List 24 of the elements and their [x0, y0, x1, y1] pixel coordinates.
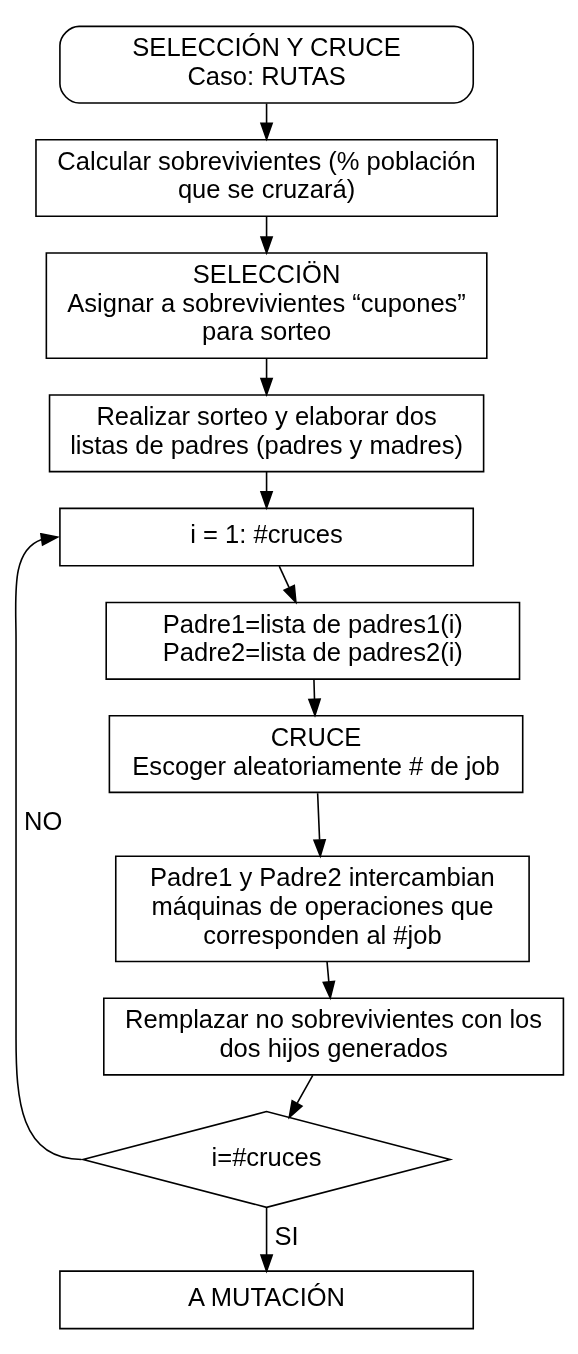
arrow [288, 1074, 314, 1119]
arrow [259, 470, 274, 510]
arrow [14, 532, 83, 1160]
arrow [312, 791, 327, 858]
arrow [259, 1206, 274, 1274]
edge-label: SI [274, 1221, 299, 1250]
edge-label: NO [24, 806, 63, 835]
node-box: CRUCE Escoger aleatoriamente # de job [108, 714, 524, 793]
node-box: SELECCIÓN Y CRUCE Caso: RUTAS [59, 25, 475, 104]
node-box: Realizar sorteo y elaborar dos listas de padres (padres y madres) [48, 393, 485, 472]
arrow [259, 215, 274, 255]
arrow [322, 960, 336, 1000]
arrow [307, 678, 322, 718]
node-box: Padre1 y Padre2 intercambian máquinas de operaciones que corresponden al #job [114, 854, 530, 962]
node-box: A MUTACIÓN [59, 1269, 475, 1329]
node-box: i = 1: #cruces [59, 507, 475, 567]
node-diamond: i=#cruces [79, 1110, 454, 1208]
node-box: Remplazar no sobrevivientes con los dos hijos generados [103, 996, 565, 1076]
node-box: Calcular sobrevivientes (% población que se cruzará) [35, 138, 498, 217]
arrow [259, 357, 274, 397]
arrow [278, 564, 297, 605]
node-box: SELECCIÖN Asignar a sobrevivientes “cupones” para sorteo [45, 251, 488, 359]
arrow [259, 102, 274, 142]
node-box: Padre1=lista de padres1(i) Padre2=lista de padres2(i) [105, 601, 521, 680]
